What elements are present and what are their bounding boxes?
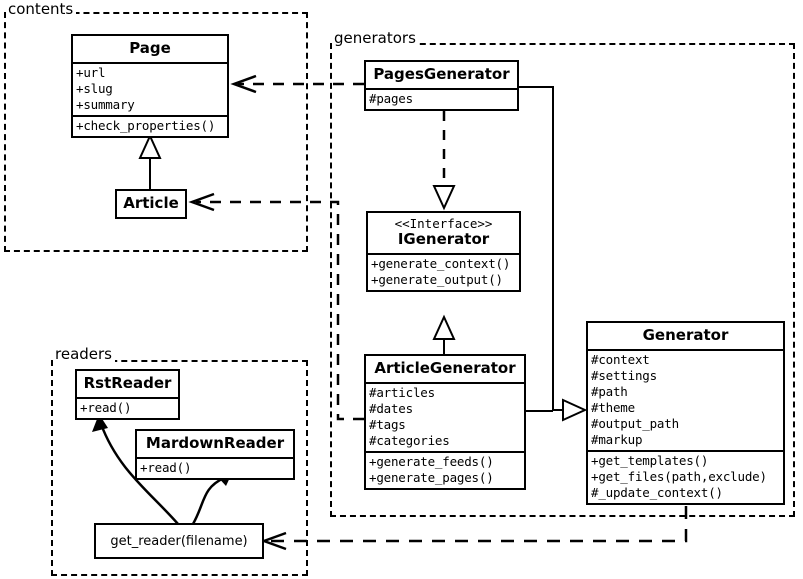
class-box-page[interactable]: Page +url +slug +summary +check_properti… <box>71 34 229 138</box>
class-name-rst-reader: RstReader <box>83 374 172 392</box>
class-box-mardown-reader[interactable]: MardownReader +read() <box>135 429 295 480</box>
method-item: +generate_context() <box>371 256 511 271</box>
attribute-item: #path <box>591 384 628 399</box>
class-name-article: Article <box>123 194 179 212</box>
attribute-item: #output_path <box>591 416 679 431</box>
class-methods-igenerator: +generate_context() +generate_output() <box>368 253 519 290</box>
package-contents-label: contents <box>6 1 77 17</box>
class-name-article-generator: ArticleGenerator <box>374 359 516 377</box>
method-item: +generate_feeds() <box>369 454 494 469</box>
class-name-mardown-reader: MardownReader <box>145 434 285 452</box>
attribute-item: #context <box>591 352 650 367</box>
class-attributes-generator: #context #settings #path #theme #output_… <box>588 349 783 450</box>
class-name-pages-generator: PagesGenerator <box>373 65 510 83</box>
method-item: +generate_pages() <box>369 470 494 485</box>
class-box-pages-generator[interactable]: PagesGenerator #pages <box>364 60 519 111</box>
class-methods-page: +check_properties() <box>73 115 227 136</box>
attribute-item: #dates <box>369 401 413 416</box>
attribute-item: #articles <box>369 385 435 400</box>
class-name-generator: Generator <box>642 326 729 344</box>
class-box-igenerator[interactable]: <<Interface>> IGenerator +generate_conte… <box>366 211 521 292</box>
class-attributes-article-generator: #articles #dates #tags #categories <box>366 382 524 451</box>
package-contents-frame <box>4 12 308 252</box>
attribute-item: #theme <box>591 400 635 415</box>
class-methods-mardown-reader: +read() <box>137 457 293 478</box>
class-methods-generator: +get_templates() +get_files(path,exclude… <box>588 450 783 503</box>
method-item: +read() <box>80 400 132 415</box>
class-box-generator[interactable]: Generator #context #settings #path #them… <box>586 321 785 505</box>
method-item: +check_properties() <box>76 118 216 133</box>
attribute-item: #tags <box>369 417 406 432</box>
attribute-item: #markup <box>591 432 643 447</box>
function-box-get-reader[interactable]: get_reader(filename) <box>94 523 264 559</box>
package-readers-label: readers <box>53 346 115 362</box>
method-item: +generate_output() <box>371 272 503 287</box>
attribute-item: +url <box>76 65 106 80</box>
method-item: +read() <box>140 460 192 475</box>
class-methods-rst-reader: +read() <box>77 397 178 418</box>
class-attributes-page: +url +slug +summary <box>73 62 227 115</box>
class-box-rst-reader[interactable]: RstReader +read() <box>75 369 180 420</box>
attribute-item: #pages <box>369 91 413 106</box>
class-box-article[interactable]: Article <box>115 189 187 219</box>
attribute-item: +summary <box>76 97 135 112</box>
attribute-item: #settings <box>591 368 657 383</box>
package-readers-frame <box>51 360 308 576</box>
method-item: +get_files(path,exclude) <box>591 469 767 484</box>
class-attributes-pages-generator: #pages <box>366 88 517 109</box>
method-item: +get_templates() <box>591 453 709 468</box>
class-name-page: Page <box>129 39 171 57</box>
class-methods-article-generator: +generate_feeds() +generate_pages() <box>366 451 524 488</box>
package-generators-label: generators <box>332 30 419 46</box>
class-box-article-generator[interactable]: ArticleGenerator #articles #dates #tags … <box>364 354 526 490</box>
function-name-get-reader: get_reader(filename) <box>110 533 248 549</box>
attribute-item: #categories <box>369 433 450 448</box>
method-item: #_update_context() <box>591 485 723 500</box>
class-stereotype-igenerator: <<Interface>> <box>394 216 493 231</box>
attribute-item: +slug <box>76 81 113 96</box>
class-name-igenerator: IGenerator <box>397 230 490 248</box>
